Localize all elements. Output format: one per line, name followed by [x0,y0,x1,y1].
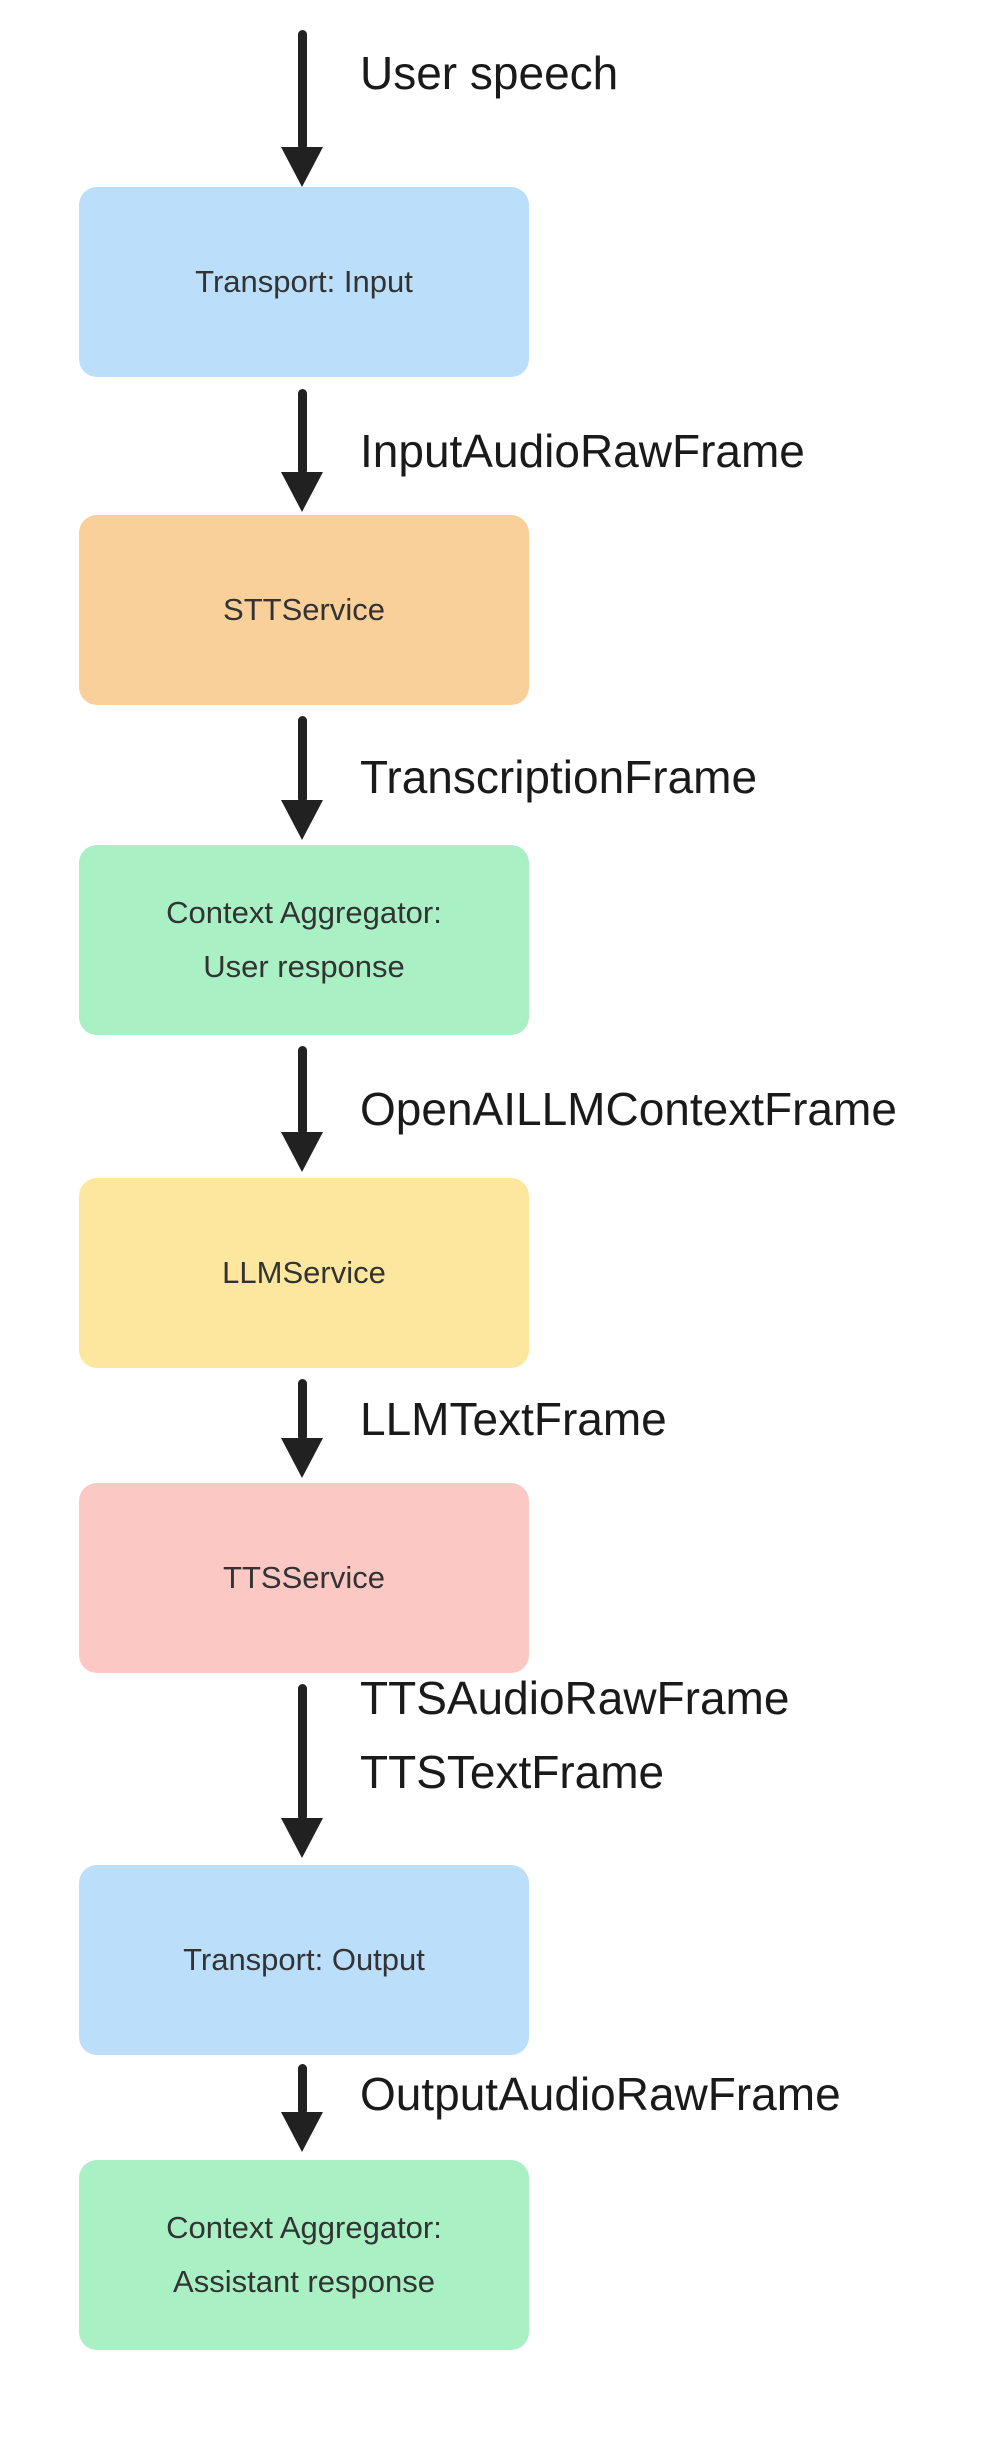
arrow-down-icon [281,800,323,840]
arrow-shaft [297,1684,307,1821]
edge-label-input-audio-raw-frame: InputAudioRawFrame [360,425,805,477]
node-llm-service: LLMService [79,1178,529,1368]
node-stt-service: STTService [79,515,529,705]
node-transport-input: Transport: Input [79,187,529,377]
edge-label-user-speech: User speech [360,47,619,99]
flow-arrow-llm-text-frame [281,1379,323,1478]
flow-arrow-input-audio-raw-frame [281,389,323,512]
node-transport-output: Transport: Output [79,1865,529,2055]
arrow-down-icon [281,2112,323,2152]
arrow-shaft [297,1379,307,1441]
arrow-down-icon [281,1132,323,1172]
arrow-shaft [297,2064,307,2115]
arrow-down-icon [281,1438,323,1478]
node-context-aggregator-assistant: Context Aggregator: Assistant response [79,2160,529,2350]
edge-label-llm-text-frame: LLMTextFrame [360,1393,667,1445]
node-context-aggregator-user: Context Aggregator: User response [79,845,529,1035]
arrow-down-icon [281,1818,323,1858]
arrow-shaft [297,30,307,150]
flow-arrow-tts-frames [281,1684,323,1858]
flow-arrow-transcription-frame [281,716,323,840]
edge-label-tts-frames: TTSAudioRawFrame TTSTextFrame [360,1672,790,1798]
node-tts-service: TTSService [79,1483,529,1673]
arrow-down-icon [281,472,323,512]
edge-label-transcription-frame: TranscriptionFrame [360,751,758,803]
edge-label-output-audio-raw-frame: OutputAudioRawFrame [360,2068,841,2120]
flow-arrow-openai-llm-context-frame [281,1046,323,1172]
arrow-shaft [297,389,307,475]
edge-label-openai-llm-context-frame: OpenAILLMContextFrame [360,1083,897,1135]
flow-arrow-output-audio-raw-frame [281,2064,323,2152]
arrow-shaft [297,1046,307,1135]
arrow-shaft [297,716,307,803]
arrow-down-icon [281,147,323,187]
flow-arrow-user-speech [281,30,323,187]
